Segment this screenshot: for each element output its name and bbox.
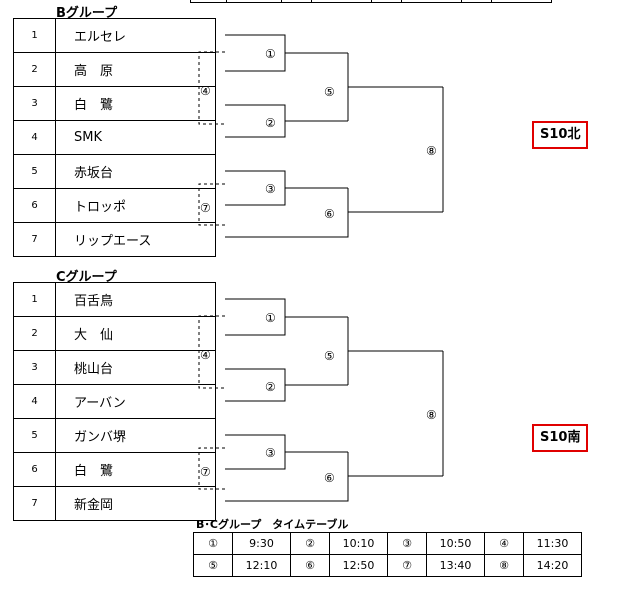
- timetable-match: ④: [484, 532, 524, 555]
- match-1-label: ①: [265, 311, 276, 325]
- team-name: 大 仙: [55, 316, 216, 351]
- team-number: 4: [13, 384, 56, 419]
- team-number: 6: [13, 452, 56, 487]
- match-8-label: ⑧: [426, 144, 437, 158]
- group-b-bracket: ① ② ③ ④ ⑤ ⑥ ⑦ ⑧: [198, 34, 444, 238]
- timetable-match: ⑥: [290, 554, 330, 577]
- match-4-label: ④: [200, 84, 211, 98]
- team-name: エルセレ: [55, 18, 216, 53]
- timetable-match: ③: [387, 532, 427, 555]
- team-name: リップエース: [55, 222, 216, 257]
- match-2-label: ②: [265, 116, 276, 130]
- match-8-label: ⑧: [426, 408, 437, 422]
- team-name: アーバン: [55, 384, 216, 419]
- timetable-time: 14:20: [523, 554, 582, 577]
- team-name: 白 鷺: [55, 86, 216, 121]
- match-3-label: ③: [265, 446, 276, 460]
- timetable-time: 10:10: [329, 532, 388, 555]
- group-b-title: Bグループ: [56, 6, 118, 21]
- team-name: ガンバ堺: [55, 418, 216, 453]
- group-b-winner-label: S10北: [532, 121, 589, 149]
- group-c-winner-label: S10南: [532, 424, 589, 452]
- timetable-match: ⑧: [484, 554, 524, 577]
- team-number: 7: [13, 486, 56, 521]
- team-number: 1: [13, 18, 56, 53]
- timetable-time: 12:50: [329, 554, 388, 577]
- team-number: 7: [13, 222, 56, 257]
- timetable-match: ①: [193, 532, 233, 555]
- team-name: 白 鷺: [55, 452, 216, 487]
- team-number: 2: [13, 52, 56, 87]
- timetable: ① 9:30 ② 10:10 ③ 10:50 ④ 11:30 ⑤ 12:10 ⑥…: [193, 532, 582, 577]
- match-5-label: ⑤: [324, 349, 335, 363]
- timetable-time: 10:50: [426, 532, 485, 555]
- team-name: 新金岡: [55, 486, 216, 521]
- match-6-label: ⑥: [324, 207, 335, 221]
- timetable-time: 12:10: [232, 554, 291, 577]
- match-3-label: ③: [265, 182, 276, 196]
- team-number: 6: [13, 188, 56, 223]
- team-number: 5: [13, 418, 56, 453]
- team-name: 高 原: [55, 52, 216, 87]
- top-table-fragment: [190, 0, 552, 3]
- team-number: 2: [13, 316, 56, 351]
- table-row: ① 9:30 ② 10:10 ③ 10:50 ④ 11:30: [193, 532, 582, 555]
- timetable-time: 11:30: [523, 532, 582, 555]
- timetable-time: 9:30: [232, 532, 291, 555]
- match-2-label: ②: [265, 380, 276, 394]
- match-1-label: ①: [265, 47, 276, 61]
- team-name: 百舌鳥: [55, 282, 216, 317]
- team-number: 3: [13, 86, 56, 121]
- timetable-time: 13:40: [426, 554, 485, 577]
- team-number: 3: [13, 350, 56, 385]
- team-name: SMK: [55, 120, 216, 155]
- match-6-label: ⑥: [324, 471, 335, 485]
- match-7-label: ⑦: [200, 465, 211, 479]
- timetable-match: ⑦: [387, 554, 427, 577]
- team-name: 桃山台: [55, 350, 216, 385]
- match-5-label: ⑤: [324, 85, 335, 99]
- timetable-title: B･Cグループ タイムテーブル: [196, 518, 349, 531]
- team-number: 4: [13, 120, 56, 155]
- match-7-label: ⑦: [200, 201, 211, 215]
- timetable-match: ②: [290, 532, 330, 555]
- timetable-match: ⑤: [193, 554, 233, 577]
- team-name: 赤坂台: [55, 154, 216, 189]
- match-4-label: ④: [200, 348, 211, 362]
- team-number: 5: [13, 154, 56, 189]
- team-number: 1: [13, 282, 56, 317]
- group-c-title: Cグループ: [56, 270, 117, 285]
- group-c-bracket: ① ② ③ ④ ⑤ ⑥ ⑦ ⑧: [198, 298, 444, 502]
- table-row: ⑤ 12:10 ⑥ 12:50 ⑦ 13:40 ⑧ 14:20: [193, 554, 582, 577]
